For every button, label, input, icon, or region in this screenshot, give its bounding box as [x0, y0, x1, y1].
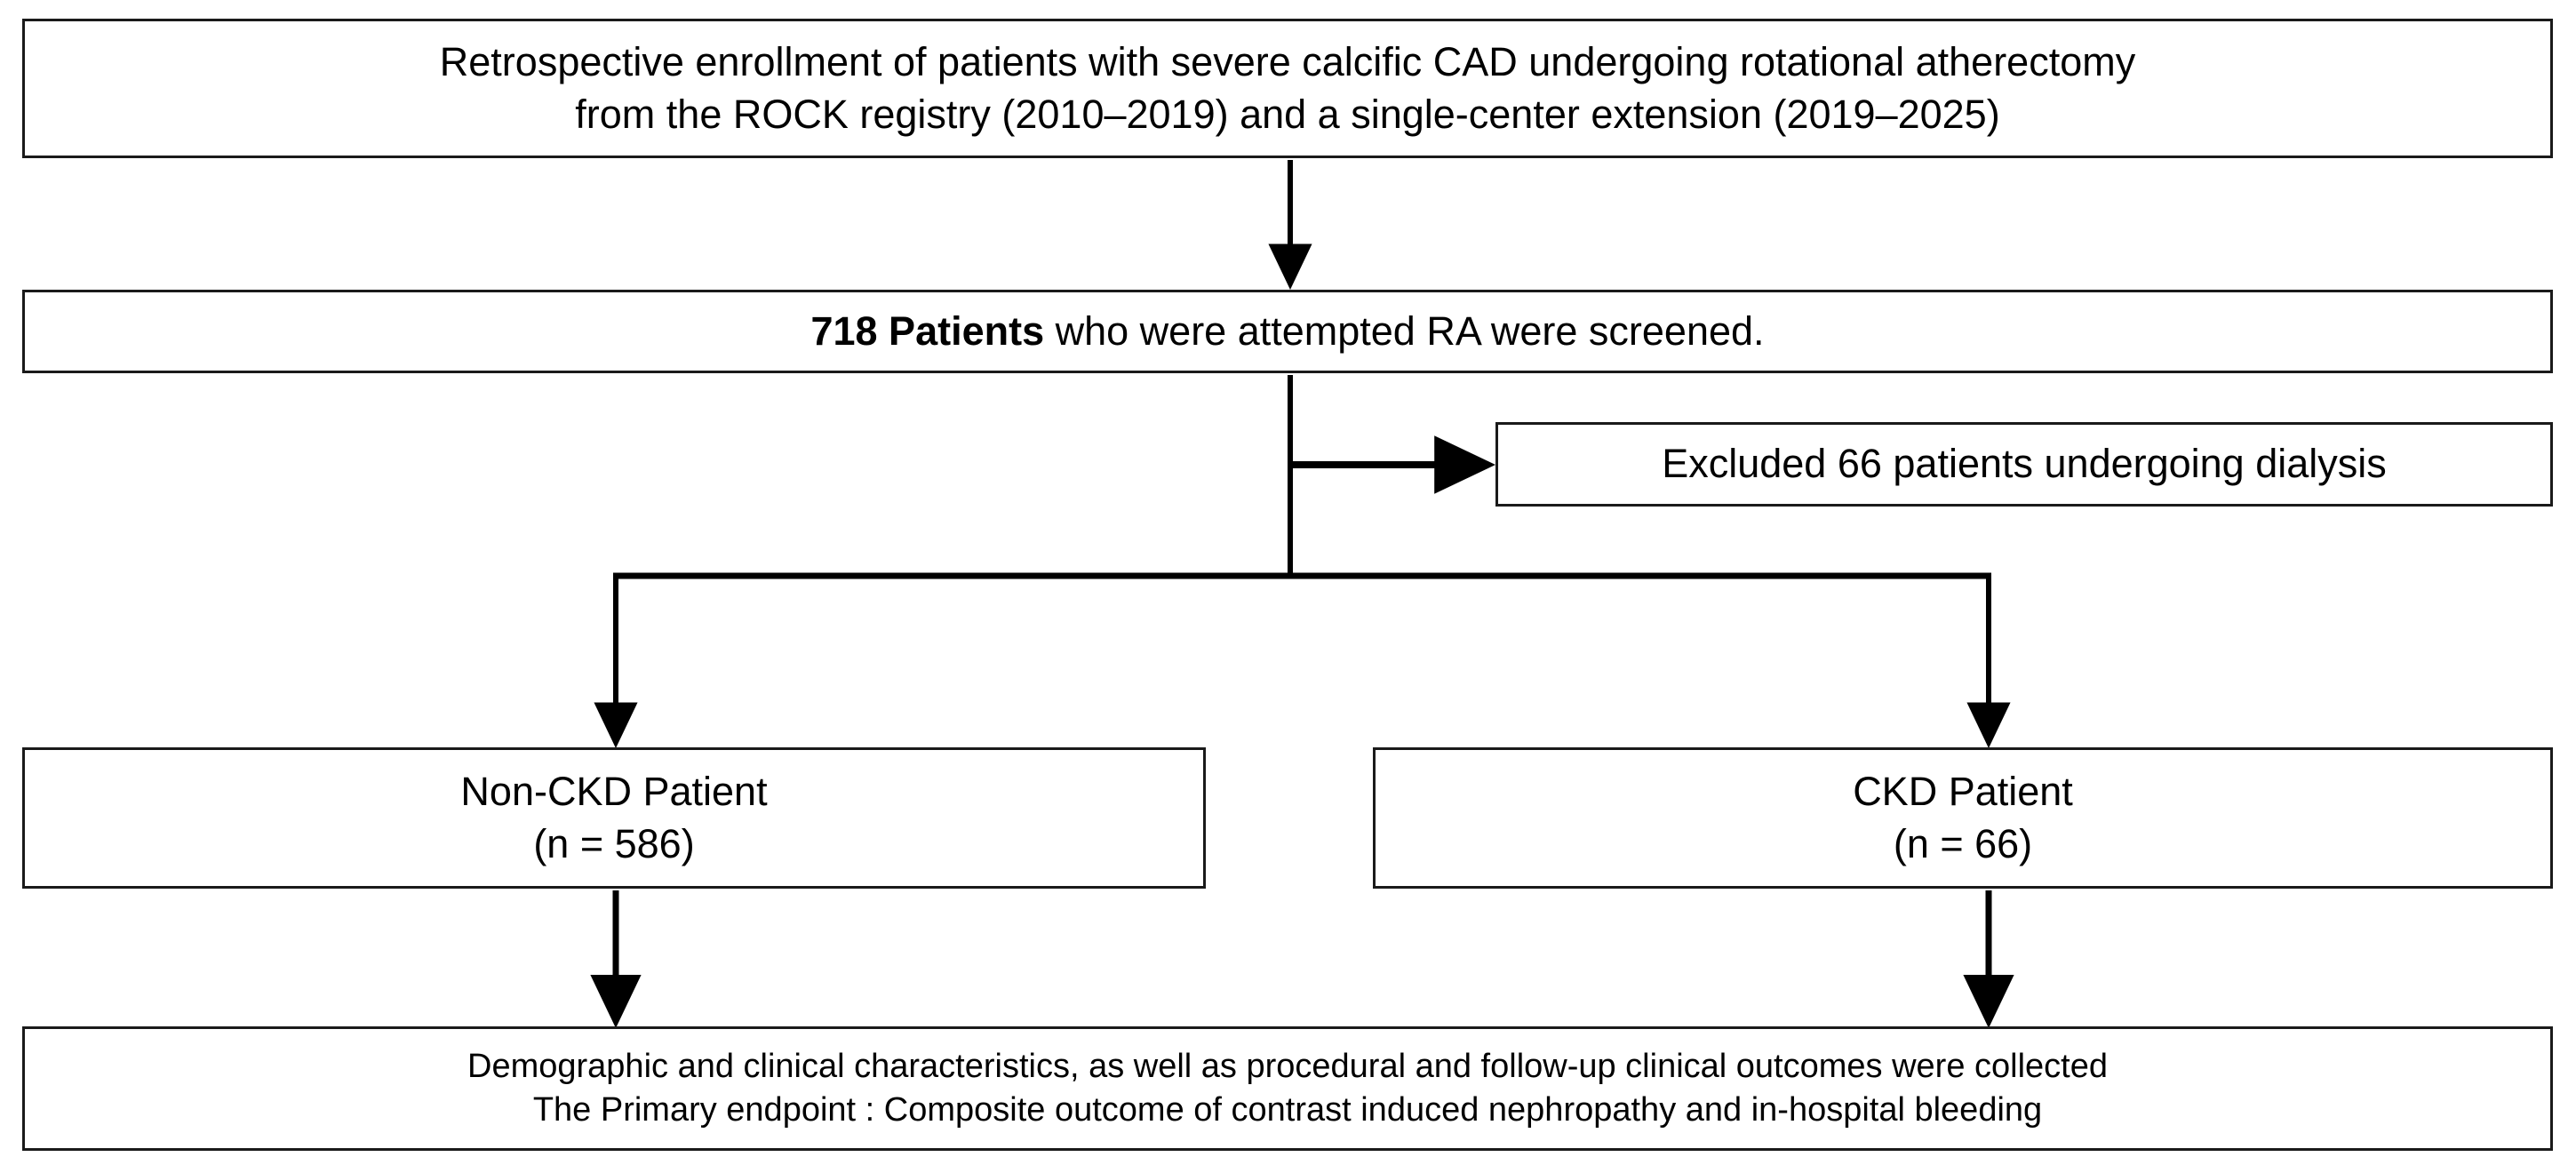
node-enrollment-line1: Retrospective enrollment of patients wit…: [439, 39, 2136, 84]
node-outcomes-line1: Demographic and clinical characteristics…: [467, 1047, 2108, 1085]
node-enrollment-line2: from the ROCK registry (2010–2019) and a…: [575, 91, 2000, 137]
node-non-ckd: Non-CKD Patient (n = 586): [22, 747, 1206, 889]
node-screened-text: 718 Patients who were attempted RA were …: [810, 306, 1764, 358]
node-non-ckd-label: Non-CKD Patient: [460, 769, 768, 814]
node-outcomes: Demographic and clinical characteristics…: [22, 1026, 2553, 1151]
node-ckd-count: (n = 66): [1893, 820, 2033, 866]
node-ckd: CKD Patient (n = 66): [1373, 747, 2553, 889]
node-non-ckd-count: (n = 586): [533, 820, 695, 866]
node-screened: 718 Patients who were attempted RA were …: [22, 290, 2553, 373]
node-enrollment: Retrospective enrollment of patients wit…: [22, 19, 2553, 158]
node-excluded-text: Excluded 66 patients undergoing dialysis: [1662, 441, 2387, 487]
node-outcomes-line2: The Primary endpoint : Composite outcome…: [532, 1091, 2043, 1129]
node-excluded: Excluded 66 patients undergoing dialysis: [1495, 422, 2553, 507]
node-screened-rest: who were attempted RA were screened.: [1044, 307, 1765, 354]
node-screened-count-label: 718 Patients: [810, 307, 1045, 354]
node-ckd-label: CKD Patient: [1853, 769, 2073, 814]
